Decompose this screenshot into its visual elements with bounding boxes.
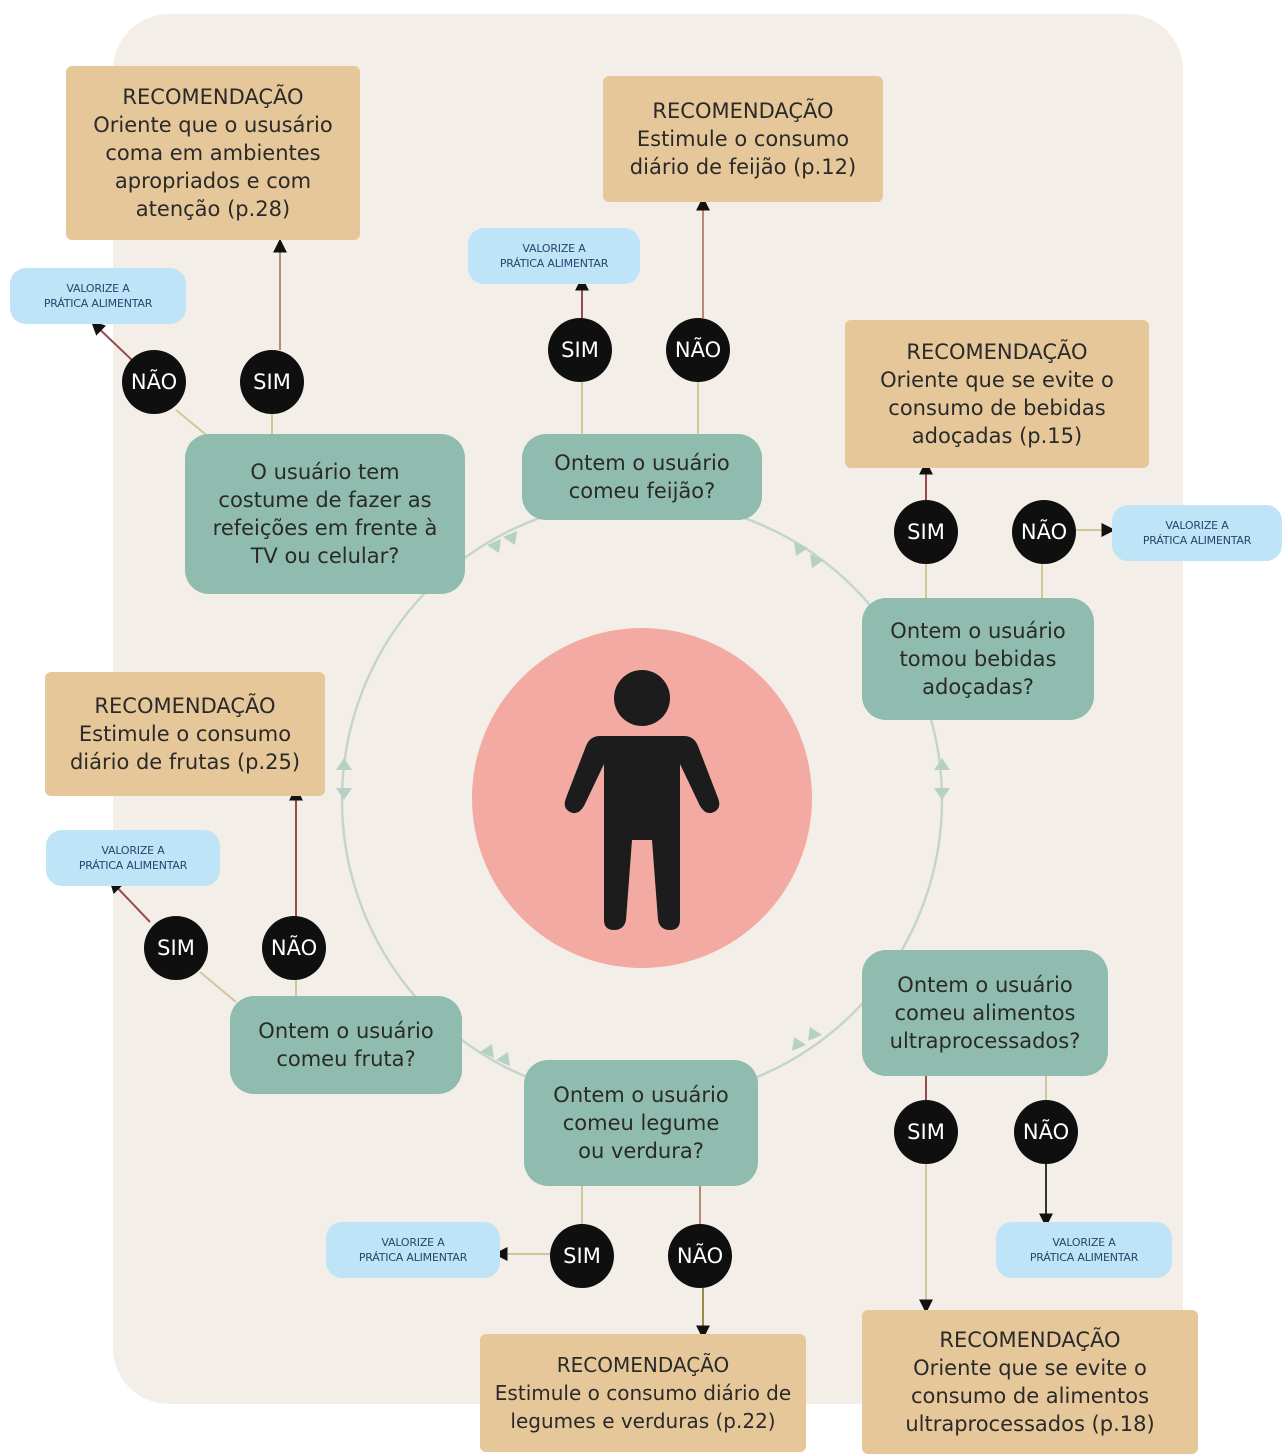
no-badge-ultra[interactable]: NÃO [1014, 1100, 1078, 1164]
recommendation-box-frutas: RECOMENDAÇÃO Estimule o consumo diário d… [45, 672, 325, 796]
valorize-line-2: PRÁTICA ALIMENTAR [358, 1251, 468, 1264]
valorize-line-2: PRÁTICA ALIMENTAR [78, 859, 188, 872]
ring-chevrons [336, 531, 950, 1066]
question-box-legumes: Ontem o usuário comeu legume ou verdura? [524, 1060, 758, 1186]
person-circle [472, 628, 812, 968]
recommendation-heading: RECOMENDAÇÃO [94, 694, 276, 718]
valorize-line-1: VALORIZE A [381, 1236, 445, 1249]
valorize-badge-legumes: VALORIZE A PRÁTICA ALIMENTAR [326, 1222, 500, 1278]
question-box-feijao: Ontem o usuário comeu feijão? [522, 434, 762, 520]
recommendation-text: Estimule o consumo diário de feijão (p.1… [629, 127, 857, 179]
recommendation-box-legumes: RECOMENDAÇÃO Estimule o consumo diário d… [480, 1334, 806, 1452]
recommendation-text: Oriente que se evite o consumo de bebida… [880, 368, 1114, 448]
recommendation-heading: RECOMENDAÇÃO [652, 99, 834, 123]
recommendation-heading: RECOMENDAÇÃO [939, 1328, 1121, 1352]
yes-badge-legumes[interactable]: SIM [550, 1224, 614, 1288]
recommendation-box-feijao: RECOMENDAÇÃO Estimule o consumo diário d… [603, 76, 883, 202]
valorize-badge-tv: VALORIZE A PRÁTICA ALIMENTAR [10, 268, 186, 324]
valorize-line-1: VALORIZE A [101, 844, 165, 857]
valorize-line-1: VALORIZE A [1052, 1236, 1116, 1249]
recommendation-box-bebidas: RECOMENDAÇÃO Oriente que se evite o cons… [845, 320, 1149, 468]
valorize-line-2: PRÁTICA ALIMENTAR [499, 257, 609, 270]
recommendation-box-tv: RECOMENDAÇÃO Oriente que o ususário coma… [66, 66, 360, 240]
yes-badge-ultra[interactable]: SIM [894, 1100, 958, 1164]
yes-badge-bebidas[interactable]: SIM [894, 500, 958, 564]
question-box-frutas: Ontem o usuário comeu fruta? [230, 996, 462, 1094]
question-box-bebidas: Ontem o usuário tomou bebidas adoçadas? [862, 598, 1094, 720]
no-badge-feijao[interactable]: NÃO [666, 318, 730, 382]
valorize-line-2: PRÁTICA ALIMENTAR [1029, 1251, 1139, 1264]
branch-connectors [90, 196, 1116, 1340]
yes-badge-tv[interactable]: SIM [240, 350, 304, 414]
recommendation-text: Oriente que o ususário coma em ambientes… [93, 113, 333, 221]
valorize-badge-ultra: VALORIZE A PRÁTICA ALIMENTAR [996, 1222, 1172, 1278]
valorize-badge-frutas: VALORIZE A PRÁTICA ALIMENTAR [46, 830, 220, 886]
recommendation-text: Estimule o consumo diário de legumes e v… [494, 1381, 792, 1433]
recommendation-box-ultra: RECOMENDAÇÃO Oriente que se evite o cons… [862, 1310, 1198, 1454]
valorize-line-2: PRÁTICA ALIMENTAR [1142, 534, 1252, 547]
valorize-badge-feijao: VALORIZE A PRÁTICA ALIMENTAR [468, 228, 640, 284]
question-box-ultra: Ontem o usuário comeu alimentos ultrapro… [862, 950, 1108, 1076]
recommendation-text: Estimule o consumo diário de frutas (p.2… [69, 722, 301, 774]
valorize-line-1: VALORIZE A [522, 242, 586, 255]
no-badge-tv[interactable]: NÃO [122, 350, 186, 414]
valorize-line-1: VALORIZE A [1165, 519, 1229, 532]
valorize-badge-bebidas: VALORIZE A PRÁTICA ALIMENTAR [1112, 505, 1282, 561]
yes-badge-feijao[interactable]: SIM [548, 318, 612, 382]
recommendation-text: Oriente que se evite o consumo de alimen… [905, 1356, 1155, 1436]
recommendation-heading: RECOMENDAÇÃO [906, 340, 1088, 364]
no-badge-bebidas[interactable]: NÃO [1012, 500, 1076, 564]
question-box-tv: O usuário tem costume de fazer as refeiç… [185, 434, 465, 594]
no-badge-legumes[interactable]: NÃO [668, 1224, 732, 1288]
yes-badge-frutas[interactable]: SIM [144, 916, 208, 980]
person-icon [564, 670, 720, 930]
valorize-line-1: VALORIZE A [66, 282, 130, 295]
valorize-line-2: PRÁTICA ALIMENTAR [43, 297, 153, 310]
recommendation-heading: RECOMENDAÇÃO [556, 1353, 730, 1377]
recommendation-heading: RECOMENDAÇÃO [122, 85, 304, 109]
no-badge-frutas[interactable]: NÃO [262, 916, 326, 980]
